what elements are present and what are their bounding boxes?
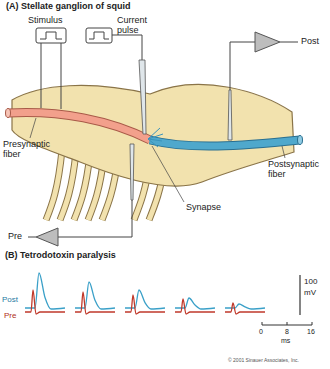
post-electrode — [228, 90, 232, 140]
post-trace — [225, 304, 265, 309]
pre-electrode — [130, 144, 134, 200]
trace-label: Post — [2, 296, 18, 305]
scale-unit: mV — [304, 289, 316, 298]
post-output — [280, 42, 298, 43]
pre-amplifier — [36, 228, 58, 246]
ganglion-body — [12, 84, 294, 186]
pre-label: Pre — [8, 232, 22, 242]
post-wire — [230, 42, 255, 90]
current-electrode — [139, 60, 146, 134]
nerve — [60, 152, 76, 220]
postsynaptic-fiber — [150, 140, 300, 146]
post-trace — [175, 298, 215, 309]
fiber-label: Postsynaptic fiber — [268, 160, 326, 180]
synapse-terminals — [148, 128, 163, 147]
tick-label: 0 — [259, 328, 263, 336]
time-scale-bar — [262, 322, 312, 325]
post-label: Post — [301, 37, 319, 47]
postsynaptic-fiber-outline — [150, 140, 300, 146]
pre-output — [28, 237, 36, 238]
pre-trace — [225, 303, 265, 314]
pulse-symbol — [40, 32, 62, 39]
scale-value: 100 — [304, 278, 317, 287]
leader-line — [282, 146, 285, 158]
tick-label: 16 — [307, 328, 315, 336]
leader-line — [152, 146, 184, 202]
pulse-symbol — [89, 32, 109, 39]
pre-trace — [175, 299, 215, 314]
scale-unit: ms — [281, 337, 290, 345]
post-amplifier — [255, 32, 280, 52]
pre-trace — [125, 295, 165, 314]
pre-trace — [75, 292, 115, 314]
fiber-end — [6, 109, 11, 118]
voltage-scale-bar — [299, 275, 300, 315]
voltage-traces — [25, 273, 265, 314]
presynaptic-fiber-outline — [8, 112, 150, 140]
panel-heading: (B) Tetrodotoxin paralysis — [5, 251, 116, 261]
post-trace — [125, 290, 165, 309]
current-pulse-label: Current pulse — [117, 16, 165, 36]
pre-wire — [58, 200, 132, 237]
copyright-note: © 2001 Sinauer Associates, Inc. — [228, 358, 299, 364]
post-trace — [25, 273, 65, 309]
presynaptic-fiber — [8, 112, 150, 140]
fiber-end — [298, 136, 303, 145]
fiber-label: Presynaptic fiber — [3, 140, 55, 160]
nerve — [60, 152, 76, 220]
nerve — [46, 150, 62, 220]
trace-label: Pre — [4, 312, 16, 321]
stimulus-label: Stimulus — [28, 16, 63, 26]
panel-heading: (A) Stellate ganglion of squid — [6, 2, 131, 12]
current-wire — [112, 35, 142, 60]
stimulus-wire — [41, 43, 61, 109]
stimulator-box — [36, 28, 66, 43]
tick-label: 8 — [285, 328, 289, 336]
leader-line — [30, 118, 36, 138]
pre-trace — [25, 290, 65, 314]
post-trace — [75, 282, 115, 309]
current-source-box — [86, 28, 112, 43]
synapse-label: Synapse — [186, 203, 221, 213]
nerve — [46, 150, 62, 220]
